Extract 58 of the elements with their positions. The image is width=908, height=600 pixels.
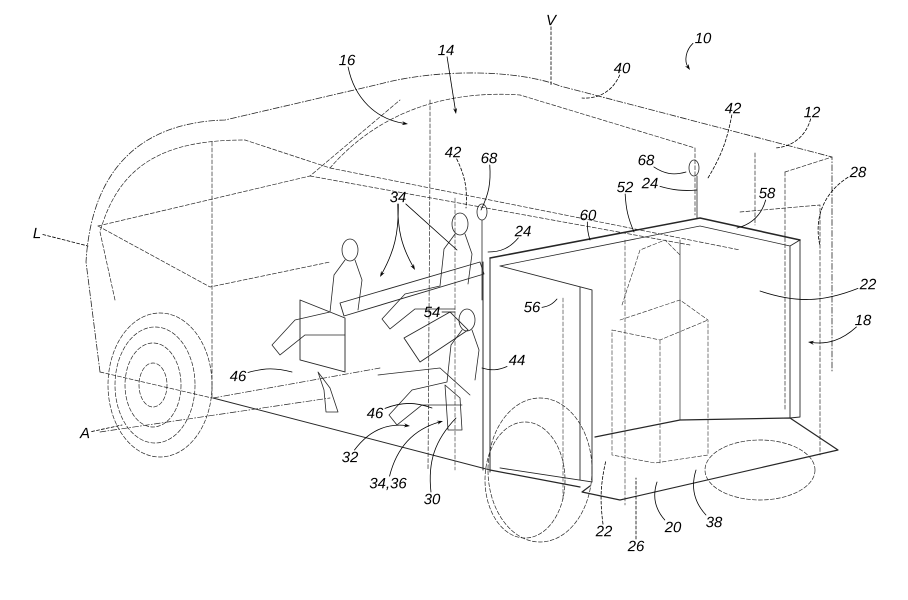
leader-line xyxy=(660,186,698,191)
callout-number: V xyxy=(547,14,558,26)
callout-number: 68 xyxy=(482,152,498,164)
callout-number: 46 xyxy=(230,370,246,382)
callout-number: 40 xyxy=(614,62,630,74)
callout-number: 60 xyxy=(580,210,596,220)
callout-number: 46 xyxy=(366,408,384,418)
callout-number: 22 xyxy=(860,278,876,290)
callout-number: 20 xyxy=(664,522,682,532)
leader-line xyxy=(91,424,122,432)
callout-number: 44 xyxy=(508,354,525,366)
callout-number: A xyxy=(79,428,90,438)
leader-line xyxy=(653,166,686,174)
leader-line xyxy=(624,194,634,232)
callout-number: 30 xyxy=(424,494,440,504)
leader-line xyxy=(384,403,432,409)
leader-line xyxy=(654,482,666,520)
callout-number: 34 xyxy=(390,192,406,202)
leader-line xyxy=(693,470,706,516)
callout-number: 56 xyxy=(524,302,540,312)
callout-number: 24 xyxy=(514,226,531,236)
callout-number: 12 xyxy=(804,106,820,118)
leader-line xyxy=(550,26,552,86)
leader-line xyxy=(42,234,88,246)
callout-number: 32 xyxy=(342,452,358,462)
leader-line xyxy=(760,288,858,300)
callout-number: 54 xyxy=(424,306,440,318)
callout-number: 42 xyxy=(444,146,462,158)
callout-number: 14 xyxy=(438,44,454,56)
callout-number: 34,36 xyxy=(370,478,407,490)
callout-number: 28 xyxy=(850,166,866,178)
callout-number: 58 xyxy=(759,188,776,198)
leader-line xyxy=(586,222,590,240)
leader-line xyxy=(708,114,732,178)
leader-line xyxy=(480,164,490,210)
callout-number: L xyxy=(33,228,40,238)
callout-number: 52 xyxy=(617,182,634,192)
leader-line xyxy=(736,200,766,228)
leader-line xyxy=(430,418,456,492)
callout-number: 18 xyxy=(855,314,872,326)
callout-number: 38 xyxy=(706,516,722,528)
leader-line xyxy=(488,238,519,252)
leader-line xyxy=(818,176,848,246)
leader-line xyxy=(600,460,606,524)
leader-line xyxy=(248,368,292,373)
callout-number: 22 xyxy=(596,526,612,536)
callout-number: 16 xyxy=(339,54,356,66)
callout-number: 68 xyxy=(638,154,654,166)
leader-line xyxy=(582,74,620,98)
leader-line xyxy=(774,118,812,148)
callout-number: 42 xyxy=(724,102,742,114)
leader-line xyxy=(482,366,508,370)
callout-number: 26 xyxy=(628,540,644,552)
callout-number: 24 xyxy=(642,178,658,188)
leader-line xyxy=(456,158,467,208)
leader-line xyxy=(405,204,458,250)
leader-line xyxy=(542,298,558,308)
callout-number: 10 xyxy=(695,32,712,44)
